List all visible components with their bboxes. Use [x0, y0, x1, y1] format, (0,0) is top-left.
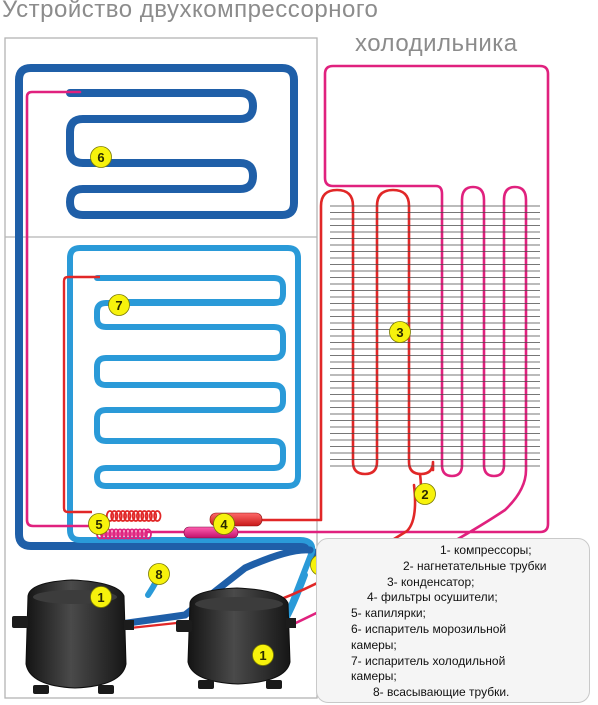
- marker-compressor-right: 1: [252, 644, 274, 666]
- capillary-coil-magenta: [96, 528, 152, 540]
- capillary-coil-loop: [140, 510, 149, 522]
- capillary-coil-loop: [112, 528, 120, 540]
- right-discharge-loop: [234, 64, 550, 650]
- capillary-coil-loop: [153, 510, 162, 522]
- capillary-coil-loop: [124, 528, 132, 540]
- marker-compressor-left: 1: [90, 586, 112, 608]
- capillary-coil-red: [105, 510, 162, 522]
- capillary-coil-loop: [140, 528, 148, 540]
- svg-text:1: 1: [259, 648, 266, 663]
- condenser-wires: [330, 205, 540, 467]
- fridge-evaporator-tube: [67, 245, 316, 663]
- capillary-coil-loop: [114, 510, 123, 522]
- legend-item: камеры;: [351, 637, 397, 652]
- legend-item: 4- фильтры осушители;: [367, 590, 498, 605]
- legend-item: 8- всасывающие трубки.: [373, 685, 510, 700]
- marker-discharge-tube: 2: [414, 483, 436, 505]
- capillary-coil-loop: [105, 510, 115, 522]
- compressor-right-weld-seam: [195, 597, 283, 611]
- legend-item: 7- испаритель холодильной: [351, 653, 506, 668]
- fridge-capillary-tube: [62, 275, 100, 514]
- legend-item: камеры;: [351, 669, 397, 684]
- capillary-coil-loop: [110, 510, 119, 522]
- svg-text:6: 6: [97, 150, 104, 165]
- svg-text:3: 3: [396, 325, 403, 340]
- capillary-coil-loop: [123, 510, 132, 522]
- compressor-right-foot: [266, 680, 282, 689]
- compressor-left-foot: [33, 685, 49, 694]
- legend-box: 1- компрессоры; 2- нагнетательные трубки…: [316, 538, 590, 703]
- diagram-title-line-2: холодильника: [355, 30, 518, 57]
- legend-item: 3- конденсатор;: [387, 574, 475, 589]
- legend-item: 1- компрессоры;: [440, 543, 532, 557]
- capillary-coil-loop: [136, 528, 144, 540]
- capillary-coil-loop: [127, 510, 136, 522]
- capillary-coil-loop: [120, 528, 128, 540]
- compressor-left-foot: [98, 685, 114, 694]
- capillary-coils: [96, 510, 162, 540]
- condenser-serpentine: [260, 188, 435, 522]
- svg-text:5: 5: [95, 517, 102, 532]
- compressor-right-port: [286, 618, 296, 628]
- capillary-coil-loop: [148, 510, 158, 522]
- capillary-coil-loop: [116, 528, 124, 540]
- svg-text:1: 1: [97, 590, 104, 605]
- capillary-coil-loop: [144, 528, 152, 540]
- capillary-coil-loop: [108, 528, 116, 540]
- capillary-coil-loop: [128, 528, 136, 540]
- svg-text:7: 7: [115, 298, 122, 313]
- capillary-coil-loop: [132, 528, 140, 540]
- marker-condenser: 3: [389, 321, 411, 343]
- svg-text:2: 2: [421, 487, 428, 502]
- legend-item: 2- нагнетательные трубки: [403, 558, 547, 573]
- marker-capillary: 5: [88, 513, 110, 535]
- capillary-coil-loop: [131, 510, 140, 522]
- diagram-title-line-1: Устройство двухкомпрессорного: [2, 0, 379, 23]
- freezer-evaporator-tube: [15, 64, 324, 570]
- marker-suction-left: 8: [148, 563, 170, 585]
- compressor-right-foot: [198, 680, 214, 689]
- magenta-circuit: [25, 64, 550, 650]
- compressor-right-terminal-box: [176, 620, 192, 632]
- capillary-coil-loop: [144, 510, 153, 522]
- capillary-coil-loop: [118, 510, 128, 522]
- svg-text:8: 8: [155, 567, 162, 582]
- capillary-coil-loop: [136, 510, 145, 522]
- svg-text:4: 4: [220, 517, 228, 532]
- legend-item: 6- испаритель морозильной: [351, 621, 507, 636]
- marker-filter: 4: [213, 513, 235, 535]
- freezer-capillary-tube: [25, 90, 102, 528]
- marker-fridge-evaporator: 7: [108, 294, 130, 316]
- marker-freezer-evaporator: 6: [90, 146, 112, 168]
- legend-item: 5- капилярки;: [351, 606, 426, 621]
- compressor-left-port: [124, 620, 134, 630]
- compressor-left-terminal-box: [12, 616, 28, 628]
